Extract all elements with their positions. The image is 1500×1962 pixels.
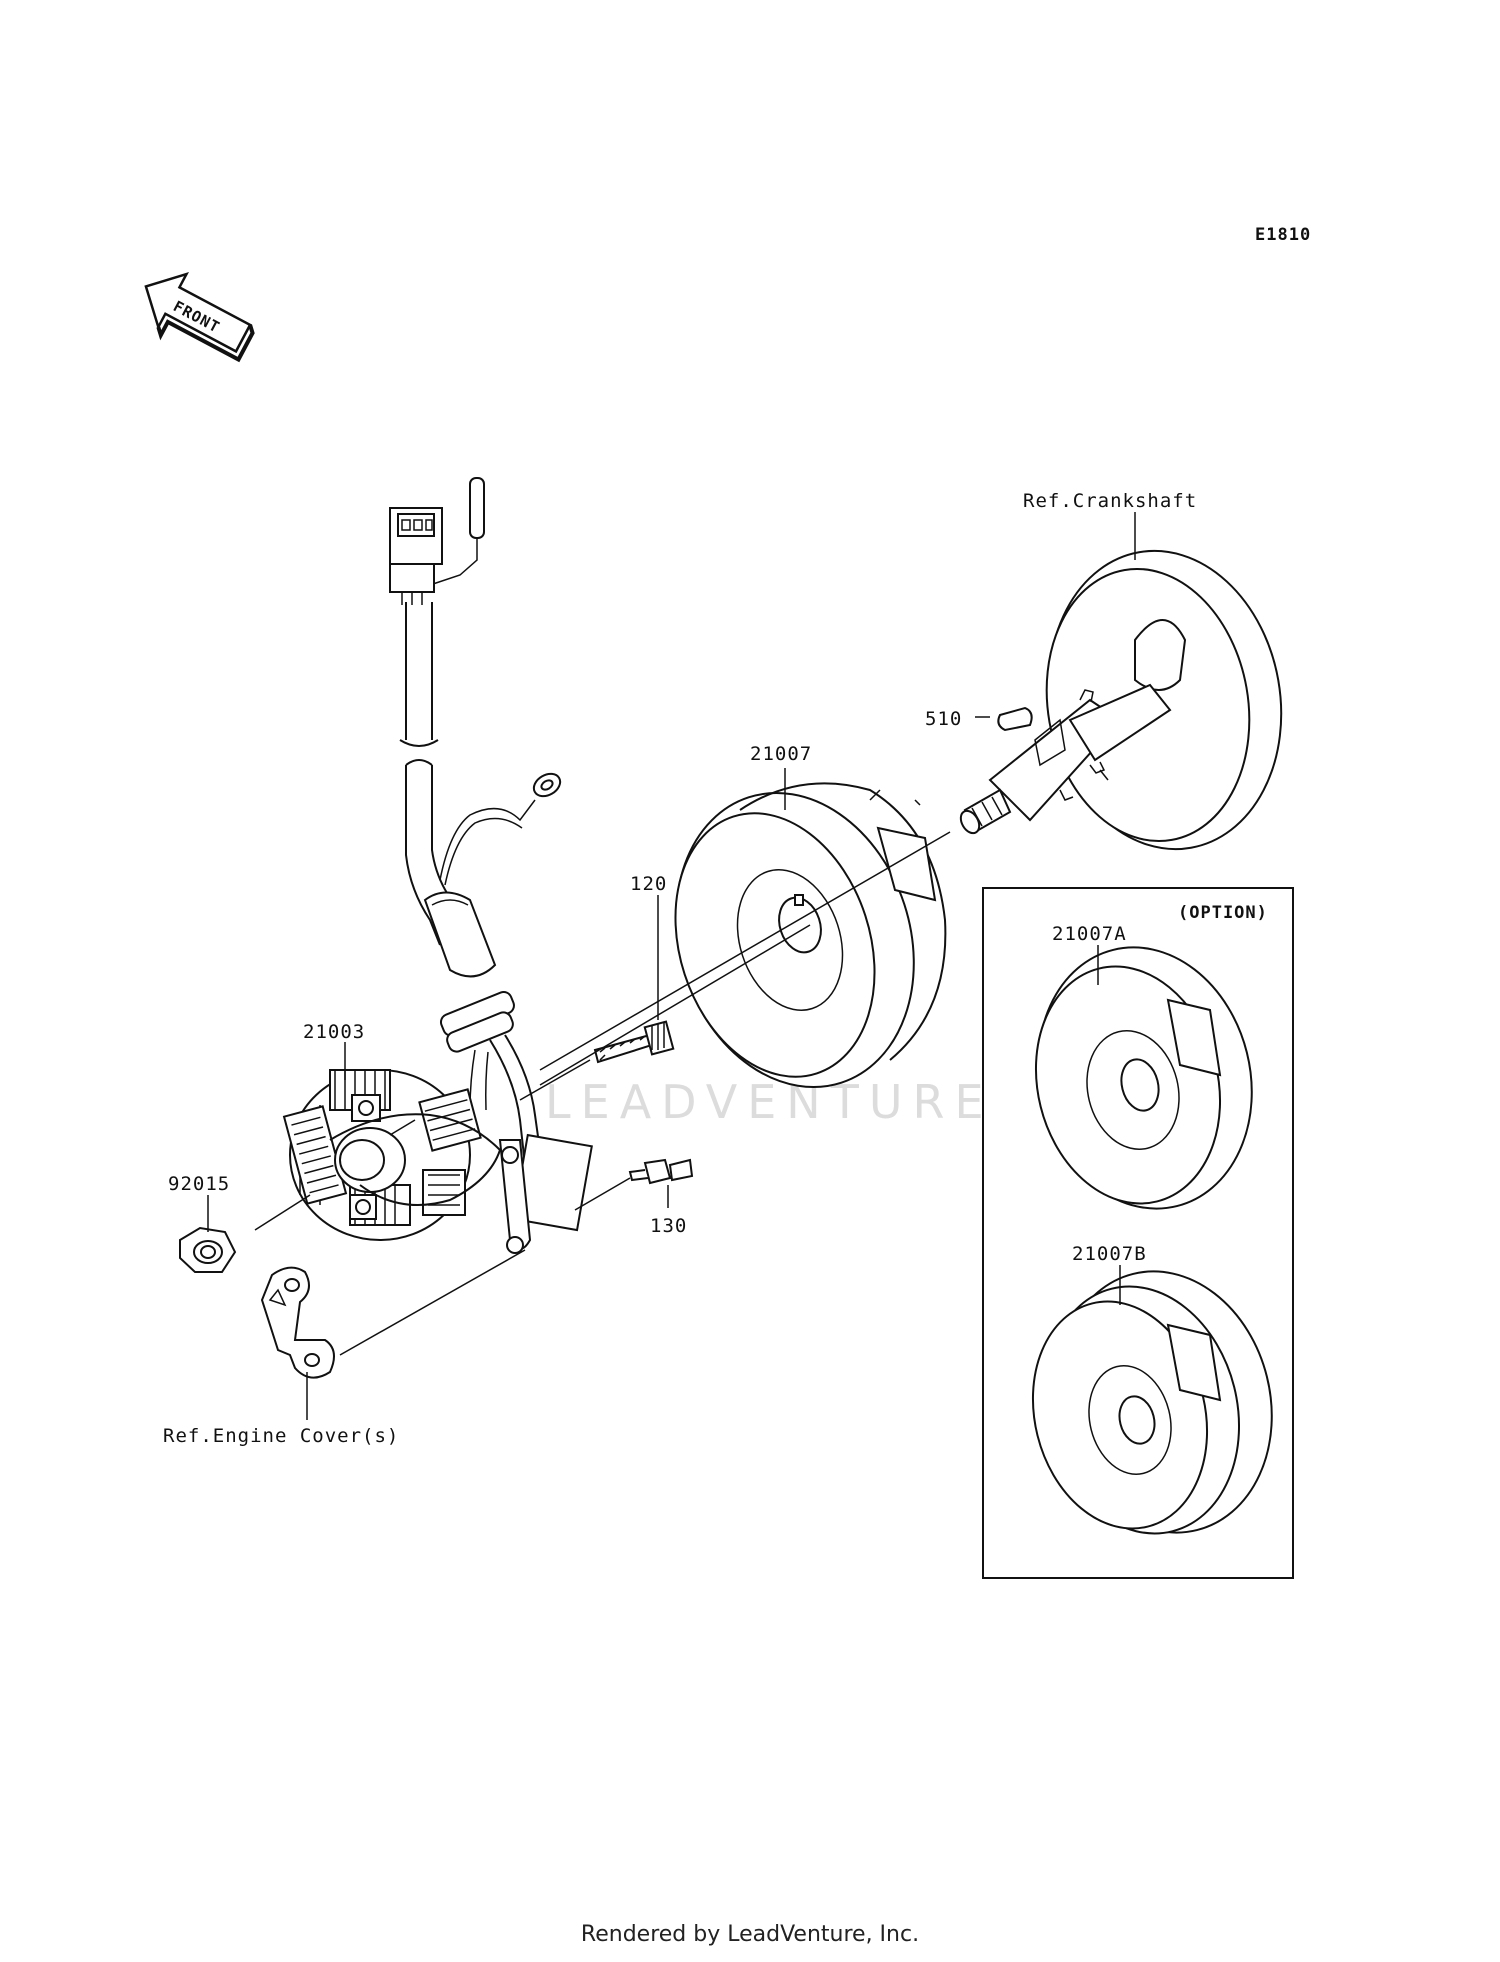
rotor-21007A: [1034, 946, 1253, 1210]
bracket-engine-cover: [260, 1266, 335, 1379]
bolt-130: [628, 1158, 694, 1185]
leader-lines: [207, 512, 1136, 1420]
label-ref-crankshaft: Ref.Crankshaft: [1023, 490, 1197, 512]
front-arrow-icon: FRONT: [144, 272, 255, 363]
watermark-text: LEADVENTURE: [545, 1075, 994, 1129]
label-21007: 21007: [750, 743, 812, 765]
part-labels: Ref.Crankshaft 510 21007 120 21003 92015…: [163, 490, 1197, 1447]
rotor-21007: [674, 782, 947, 1089]
nut-92015: [179, 1226, 237, 1273]
label-120: 120: [630, 873, 667, 895]
bolt-120: [593, 1020, 675, 1064]
wiring-harness: [389, 477, 562, 1166]
diagram-code: E1810: [1255, 225, 1311, 245]
label-ref-engine-cover: Ref.Engine Cover(s): [163, 1425, 399, 1447]
rotor-21007B: [1031, 1270, 1273, 1535]
label-21003: 21003: [303, 1021, 365, 1043]
footer-credit: Rendered by LeadVenture, Inc.: [580, 1922, 920, 1947]
label-92015: 92015: [168, 1173, 230, 1195]
label-21007A: 21007A: [1052, 923, 1127, 945]
label-510: 510: [925, 708, 962, 730]
option-box: [982, 887, 1294, 1579]
label-130: 130: [650, 1215, 687, 1237]
key-510: [997, 706, 1033, 732]
crankshaft: [959, 549, 1283, 851]
option-box-title: (OPTION): [1178, 903, 1268, 923]
label-21007B: 21007B: [1072, 1243, 1147, 1265]
assembly-lines: [254, 831, 951, 1356]
stator-21003: [282, 1069, 593, 1254]
